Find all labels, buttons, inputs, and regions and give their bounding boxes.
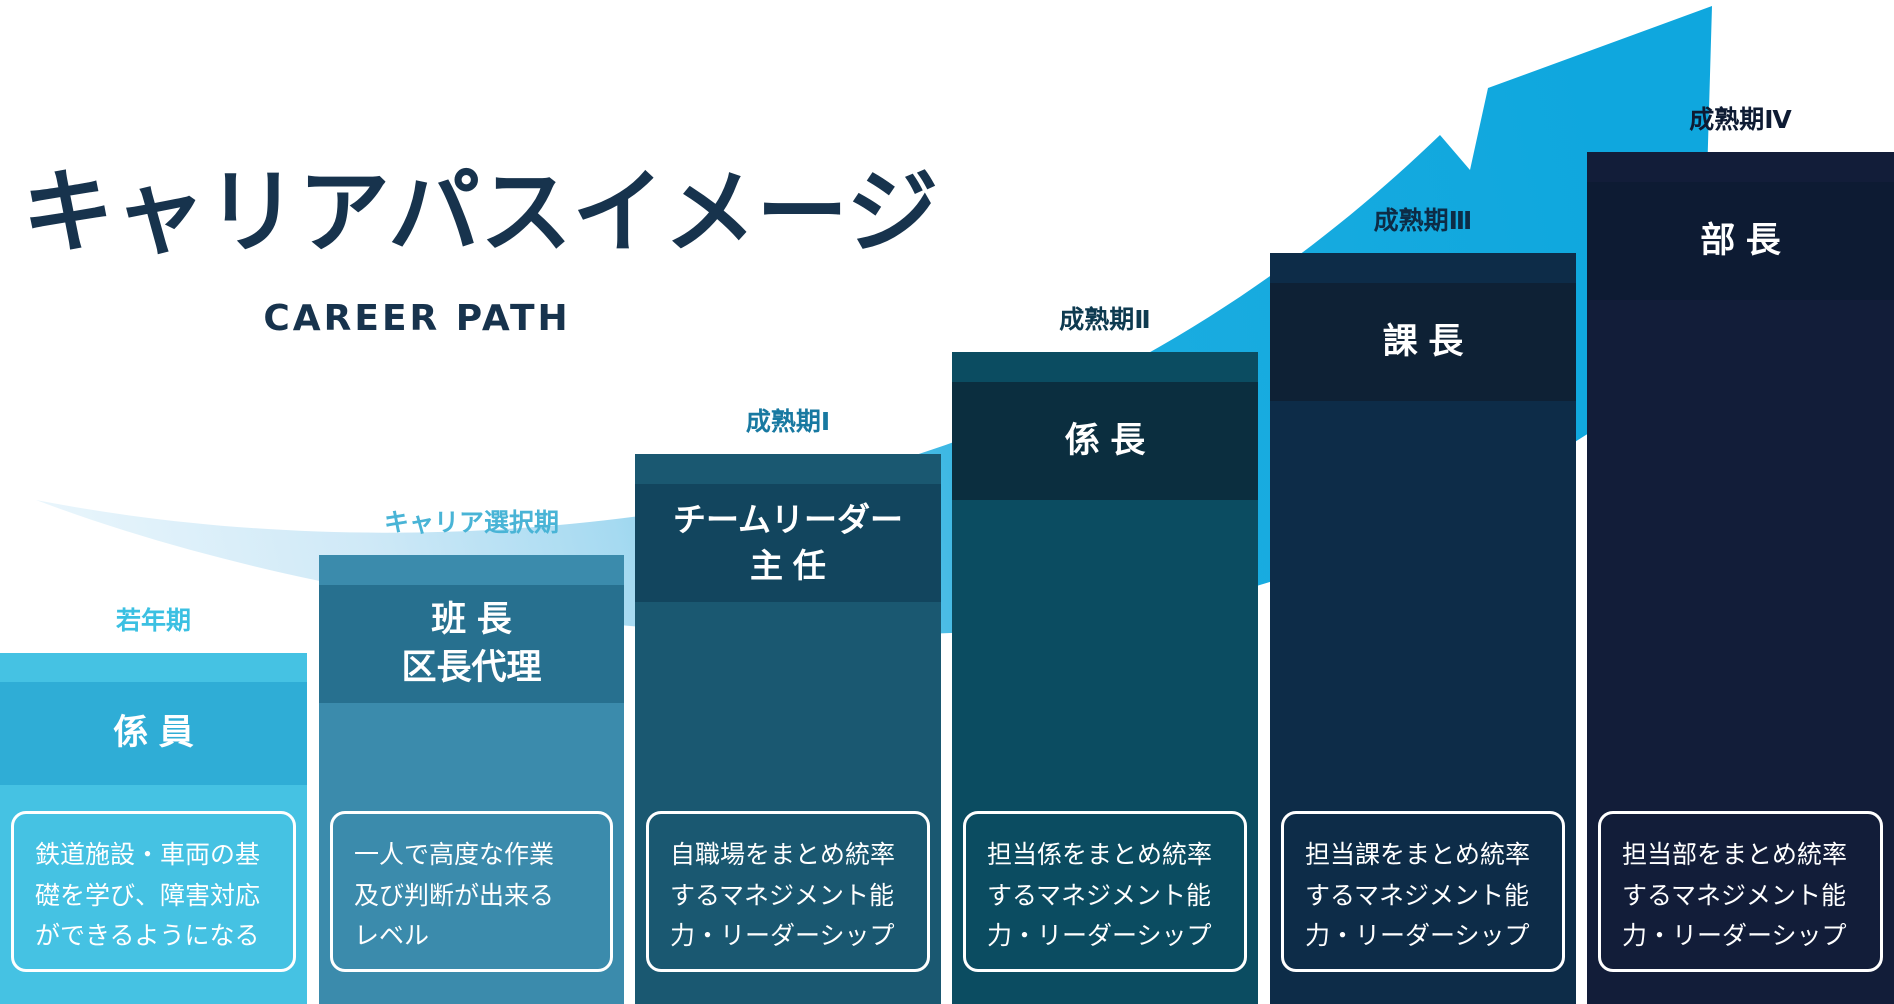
role-title-band: 係長 [952, 382, 1258, 500]
description-line: 礎を学び、障害対応 [35, 880, 261, 910]
role-title-band: 部長 [1587, 182, 1894, 300]
description-line: するマネジメント能 [987, 880, 1212, 910]
stage-label: 成熟期Ⅲ [1373, 206, 1473, 235]
description-line: 担当部をまとめ統率 [1622, 840, 1848, 869]
role-description-box: 一人で高度な作業 及び判断が出来る レベル [330, 811, 613, 972]
role-title: 部長 [1700, 220, 1792, 261]
description-line: 一人で高度な作業 [354, 840, 555, 869]
role-title: 課長 [1382, 321, 1474, 362]
role-title-band: 課長 [1270, 283, 1576, 401]
role-title: 班長 [431, 599, 523, 640]
role-description-box: 自職場をまとめ統率 するマネジメント能 力・リーダーシップ [646, 811, 930, 972]
description-line: ができるようになる [35, 921, 260, 950]
career-step-column-5: 成熟期Ⅲ 課長 担当課をまとめ統率 するマネジメント能 力・リーダーシップ [1270, 206, 1576, 1004]
description-line: 鉄道施設・車両の基 [35, 840, 261, 869]
description-line: 及び判断が出来る [354, 880, 555, 910]
role-description-box: 鉄道施設・車両の基 礎を学び、障害対応 ができるようになる [11, 811, 296, 972]
description-line: レベル [354, 921, 430, 950]
role-description-box: 担当課をまとめ統率 するマネジメント能 力・リーダーシップ [1281, 811, 1565, 972]
stage-label: キャリア選択期 [383, 508, 559, 537]
description-line: するマネジメント能 [1305, 880, 1530, 910]
role-title-line2: 主任 [750, 546, 836, 585]
description-line: するマネジメント能 [1622, 880, 1847, 910]
career-step-column-6: 成熟期Ⅳ 部長 担当部をまとめ統率 するマネジメント能 力・リーダーシップ [1587, 105, 1894, 1004]
stage-label: 成熟期Ⅰ [745, 407, 831, 436]
description-line: 力・リーダーシップ [987, 921, 1212, 950]
page-subtitle: CAREER PATH [263, 298, 571, 339]
career-step-column-1: 若年期 係員 鉄道施設・車両の基 礎を学び、障害対応 ができるようになる [0, 606, 307, 1004]
role-title: チームリーダー [672, 500, 903, 540]
stage-label: 成熟期Ⅱ [1059, 305, 1151, 334]
role-description-box: 担当係をまとめ統率 するマネジメント能 力・リーダーシップ [963, 811, 1247, 972]
career-step-column-3: 成熟期Ⅰ チームリーダー 主任 自職場をまとめ統率 するマネジメント能 力・リー… [635, 407, 941, 1004]
role-title: 係員 [113, 713, 205, 754]
role-title: 係長 [1064, 420, 1156, 461]
role-description-box: 担当部をまとめ統率 するマネジメント能 力・リーダーシップ [1598, 811, 1883, 972]
description-line: するマネジメント能 [670, 880, 895, 910]
role-title-band: 係員 [0, 682, 307, 785]
page-title: キャリアパスイメージ [22, 159, 939, 266]
description-line: 担当課をまとめ統率 [1305, 840, 1531, 869]
role-title-band: 班長 区長代理 [319, 585, 624, 703]
description-line: 自職場をまとめ統率 [670, 840, 896, 869]
career-step-column-2: キャリア選択期 班長 区長代理 一人で高度な作業 及び判断が出来る レベル [319, 508, 624, 1004]
stage-label: 若年期 [115, 606, 191, 635]
description-line: 力・リーダーシップ [670, 921, 895, 950]
description-line: 力・リーダーシップ [1305, 921, 1530, 950]
role-title-line2: 区長代理 [401, 648, 542, 688]
stage-label: 成熟期Ⅳ [1689, 105, 1792, 134]
description-line: 力・リーダーシップ [1622, 921, 1847, 950]
role-title-band: チームリーダー 主任 [635, 484, 941, 602]
description-line: 担当係をまとめ統率 [987, 840, 1213, 869]
career-step-column-4: 成熟期Ⅱ 係長 担当係をまとめ統率 するマネジメント能 力・リーダーシップ [952, 305, 1258, 1004]
